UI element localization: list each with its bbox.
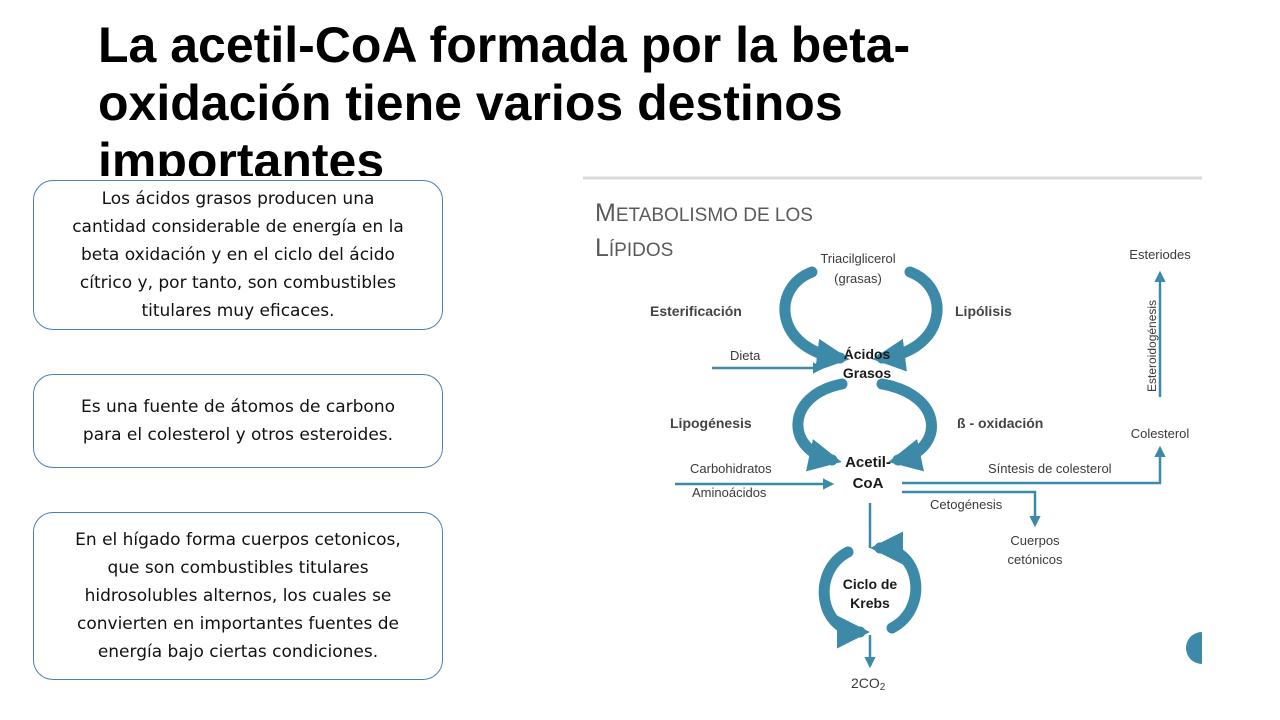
info-box-line: cítrico y, por tanto, son combustibles [79, 273, 397, 293]
lipogenesis-label: Lipogénesis [670, 415, 752, 431]
slide-title: La acetil-CoA formada por la beta- oxida… [98, 16, 1098, 176]
esterification-arrow [779, 266, 850, 372]
fatty-acids-label: Ácidos [844, 346, 891, 362]
lipid-metabolism-diagram: METABOLISMO DE LOS LÍPIDOS Triacilglicer… [583, 176, 1202, 693]
krebs-cycle-arrow-left [818, 546, 870, 649]
cholesterol-label: Colesterol [1131, 426, 1190, 441]
info-box-line: cantidad considerable de energía en la [72, 217, 404, 237]
info-box-line: titulares muy eficaces. [141, 301, 335, 321]
info-box-line: energía bajo ciertas condiciones. [97, 642, 379, 662]
lipolysis-label: Lipólisis [955, 303, 1012, 319]
info-box-line: hidrosolubles alternos, los cuales se [84, 586, 392, 606]
lipogenesis-arrow [792, 378, 848, 472]
info-box-ketone-bodies: En el hígado forma cuerpos cetonicos, qu… [33, 512, 443, 680]
info-box-line: beta oxidación y en el ciclo del ácido [81, 245, 395, 265]
info-box-line: que son combustibles titulares [107, 558, 369, 578]
ketogenesis-label: Cetogénesis [930, 497, 1003, 512]
info-box-line: Los ácidos grasos producen una [101, 189, 375, 209]
info-box-line: Es una fuente de átomos de carbono [80, 397, 396, 417]
cholesterol-synthesis-label: Síntesis de colesterol [988, 461, 1112, 476]
info-box-line: para el colesterol y otros esteroides. [82, 425, 394, 445]
lipolysis-arrow [872, 266, 943, 372]
amino-acids-label: Aminoácidos [692, 485, 767, 500]
acetyl-coa-label: Acetil- [845, 454, 891, 471]
info-box-line: En el hígado forma cuerpos cetonicos, [75, 530, 401, 550]
steroids-label: Esteriodes [1129, 247, 1191, 262]
fatty-acids-label-2: Grasos [843, 365, 891, 381]
diet-label: Dieta [730, 348, 761, 363]
co2-label: 2CO2 [851, 675, 886, 693]
diagram-title-line-2: LÍPIDOS [595, 234, 673, 262]
acetyl-coa-label-2: CoA [853, 475, 884, 492]
krebs-cycle-label: Ciclo de [843, 576, 898, 592]
krebs-cycle-label-2: Krebs [850, 595, 890, 611]
partial-decoration-shape [1186, 632, 1202, 664]
diagram-title-line-1: METABOLISMO DE LOS [595, 199, 813, 227]
info-box-cholesterol: Es una fuente de átomos de carbono para … [33, 374, 443, 468]
slide-title-line: oxidación tiene varios destinos [98, 75, 843, 131]
beta-oxidation-label: ß - oxidación [957, 415, 1043, 431]
fats-label: (grasas) [834, 271, 882, 286]
carbohydrates-label: Carbohidratos [690, 461, 772, 476]
ketone-bodies-label: Cuerpos [1010, 533, 1060, 548]
slide-title-line: La acetil-CoA formada por la beta- [98, 17, 911, 73]
ketogenesis-arrow [902, 490, 1041, 528]
ketone-bodies-label-2: cetónicos [1008, 552, 1063, 567]
beta-oxidation-arrow [876, 378, 937, 472]
krebs-cycle-arrow-right [870, 531, 922, 634]
steroidogenesis-label: Esteroidogénesis [1145, 300, 1159, 392]
slide-title-line: importantes [98, 133, 385, 176]
cholesterol-synthesis-arrow [902, 445, 1166, 485]
info-box-energy: Los ácidos grasos producen una cantidad … [33, 180, 443, 330]
info-box-line: convierten en importantes fuentes de [76, 614, 400, 634]
triacylglycerol-label: Triacilglicerol [820, 251, 895, 266]
esterification-label: Esterificación [650, 303, 742, 319]
